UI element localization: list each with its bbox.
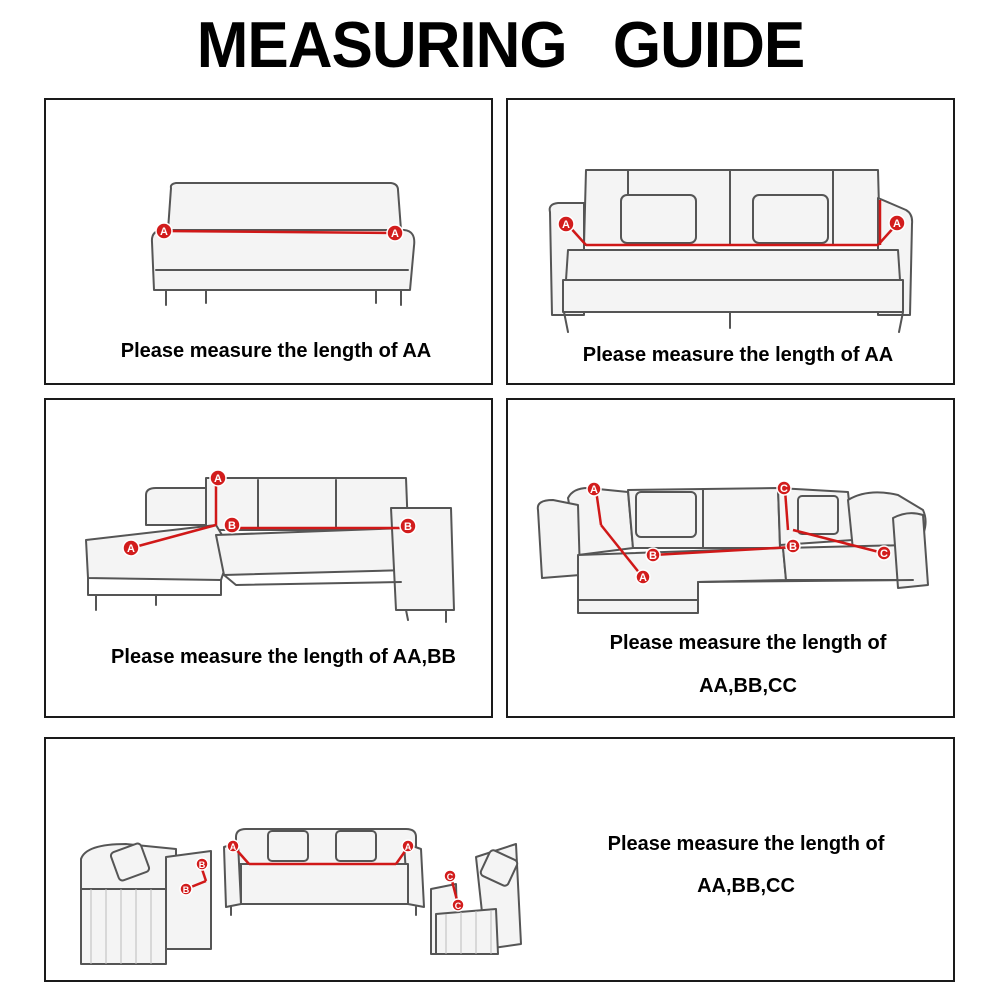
u-shaped-sofa-illustration: A A B B C C (536, 480, 929, 614)
svg-text:A: A (127, 543, 135, 555)
marker-a-right: A (386, 224, 404, 242)
panel-l-shaped-sofa: A A B B Please measure the length of AA,… (44, 398, 493, 718)
marker-a-left: A (557, 215, 575, 233)
panel-caption-line2: AA,BB,CC (697, 875, 795, 897)
svg-text:B: B (183, 885, 190, 895)
marker-b-left: B (223, 516, 241, 534)
three-seat-sofa-illustration: A A (548, 169, 914, 333)
svg-text:A: A (639, 572, 647, 584)
svg-text:B: B (649, 550, 657, 562)
marker-a-left: A (155, 222, 173, 240)
sofa-set-illustration: B B A A C C (80, 828, 522, 965)
panel-caption: Please measure the length of AA,BB (111, 646, 456, 668)
svg-text:A: A (214, 473, 222, 485)
panel-three-seat-sofa: A A Please measure the length of AA (506, 98, 955, 385)
svg-text:C: C (880, 548, 888, 560)
svg-text:B: B (789, 541, 797, 553)
marker-c-bottom: C (876, 545, 892, 561)
marker-b-top: B (195, 857, 209, 871)
marker-a-right: A (401, 839, 415, 853)
panel-sofa-set: B B A A C C Please measure the length of… (44, 737, 955, 982)
page-title: MEASURING GUIDE (196, 9, 805, 82)
marker-a-right: A (888, 214, 906, 232)
marker-b-left: B (645, 547, 661, 563)
panel-u-shaped-sofa: A A B B C C Please measure the length of… (506, 398, 955, 718)
svg-text:A: A (391, 228, 399, 240)
panel-caption-line2: AA,BB,CC (699, 675, 797, 697)
svg-text:A: A (590, 484, 598, 496)
svg-text:A: A (405, 842, 412, 852)
svg-text:C: C (780, 483, 788, 495)
marker-b-bottom: B (179, 882, 193, 896)
svg-text:C: C (455, 901, 462, 911)
svg-text:A: A (562, 219, 570, 231)
svg-text:A: A (893, 218, 901, 230)
marker-a-left: A (226, 839, 240, 853)
marker-a-bottom: A (635, 569, 651, 585)
marker-a-bottom: A (122, 539, 140, 557)
marker-c-top: C (443, 869, 457, 883)
marker-c-bottom: C (451, 898, 465, 912)
marker-b-right: B (785, 538, 801, 554)
svg-text:B: B (199, 860, 206, 870)
svg-text:A: A (230, 842, 237, 852)
armless-sofa-illustration: A A (150, 182, 416, 306)
svg-text:A: A (160, 226, 168, 238)
panel-caption: Please measure the length of AA (120, 340, 432, 362)
panel-caption: Please measure the length of AA (582, 344, 894, 366)
panel-caption-line1: Please measure the length of (609, 632, 887, 654)
svg-text:B: B (404, 521, 412, 533)
panel-armless-sofa: A A Please measure the length of AA (44, 98, 493, 385)
svg-text:B: B (228, 520, 236, 532)
panel-caption-line1: Please measure the length of (607, 833, 885, 855)
marker-a-top: A (209, 469, 227, 487)
marker-a-top: A (586, 481, 602, 497)
marker-b-right: B (399, 517, 417, 535)
svg-text:C: C (447, 872, 454, 882)
l-shaped-sofa-illustration: A A B B (85, 469, 455, 623)
marker-c-top: C (776, 480, 792, 496)
